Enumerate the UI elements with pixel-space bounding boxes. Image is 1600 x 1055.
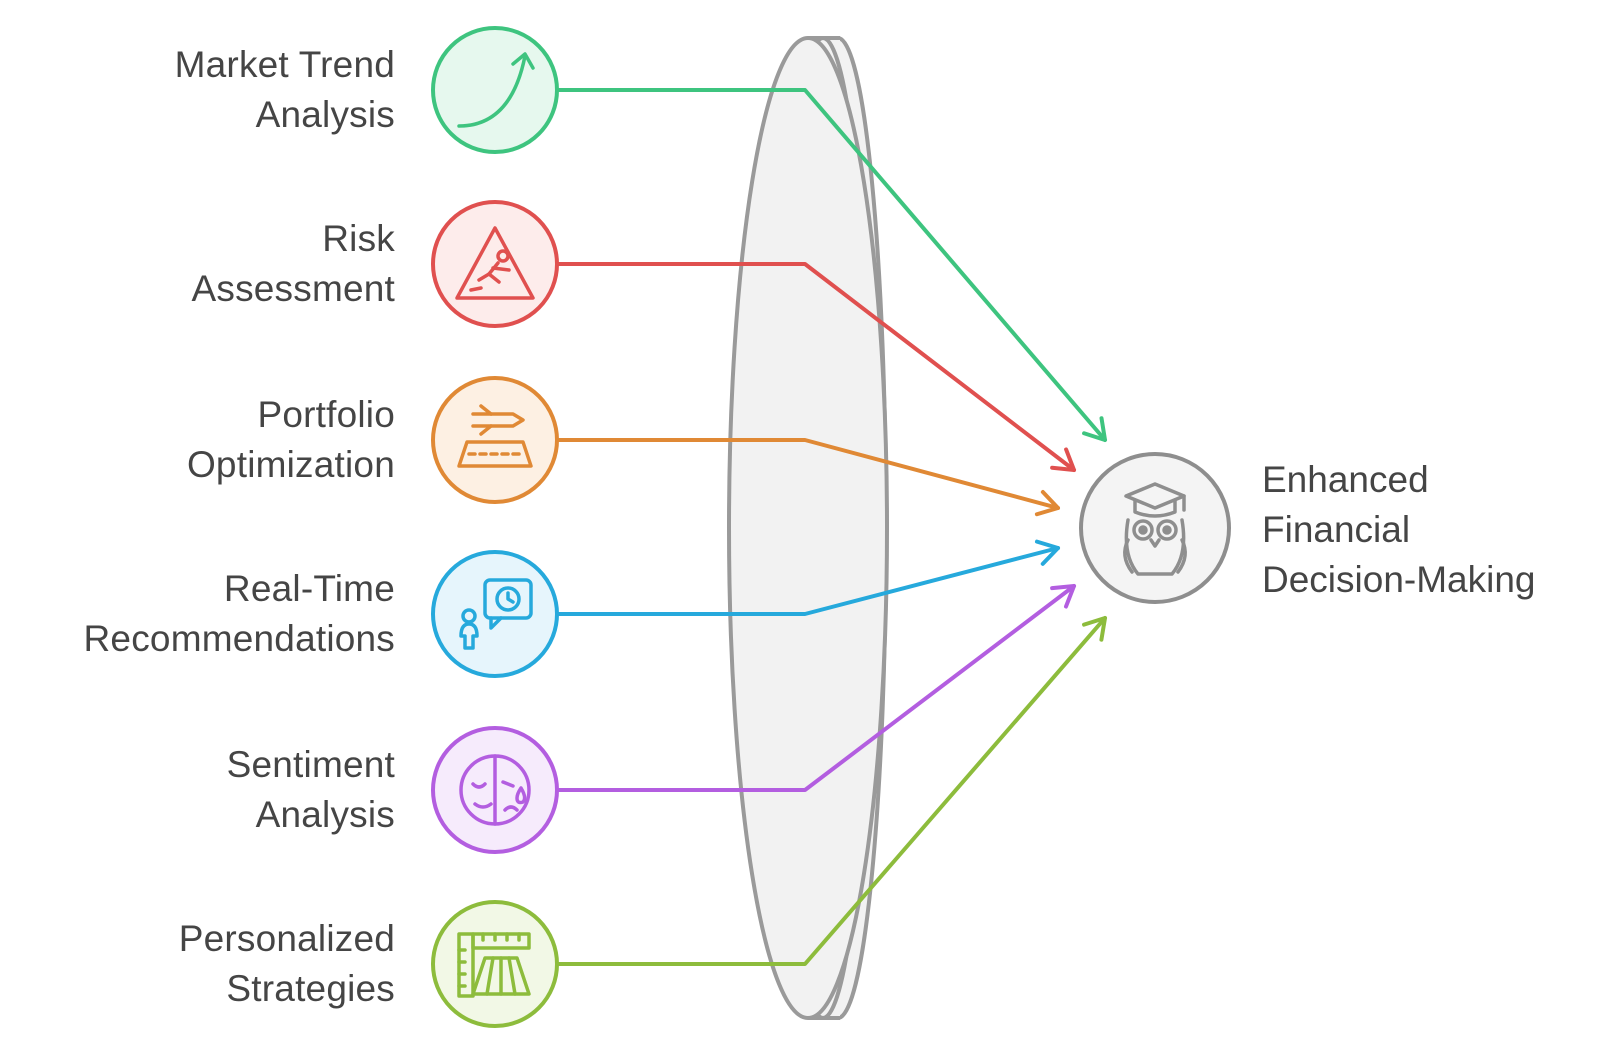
connector-arrow [555, 616, 1107, 966]
input-label-line-2: Analysis [255, 794, 395, 835]
emotion-face-icon [459, 754, 531, 826]
person-clock-bubble-icon [459, 578, 533, 650]
connector-arrow [555, 88, 1107, 442]
connector-arrow [555, 539, 1060, 616]
input-label-line-1: Market Trend [174, 44, 395, 85]
input-node [431, 26, 559, 154]
input-node [431, 900, 559, 1028]
connector-arrow [555, 262, 1076, 472]
connector-arrow [555, 584, 1076, 792]
tailoring-ruler-skirt-icon [457, 932, 531, 998]
input-node [431, 200, 559, 328]
outcome-label-line-2: Financial [1262, 509, 1411, 550]
trend-arrow-icon [457, 52, 535, 128]
outcome-node [1079, 452, 1231, 604]
runway-airplane-icon [457, 404, 533, 468]
connector-arrow [555, 438, 1060, 517]
input-node [431, 726, 559, 854]
input-label-line-2: Analysis [255, 94, 395, 135]
input-label-line-1: Sentiment [226, 744, 395, 785]
lens-disc-icon [727, 36, 889, 1020]
outcome-label: Enhanced Financial Decision-Making [1262, 455, 1592, 605]
input-label-line-1: Personalized [178, 918, 395, 959]
graduate-owl-icon [1123, 482, 1187, 576]
input-node [431, 376, 559, 504]
input-label-line-2: Assessment [191, 268, 395, 309]
warning-triangle-icon [455, 226, 535, 300]
input-label-line-2: Recommendations [83, 618, 395, 659]
input-label-line-2: Optimization [186, 444, 395, 485]
input-node [431, 550, 559, 678]
input-label-line-1: Risk [322, 218, 395, 259]
input-label-line-1: Portfolio [257, 394, 395, 435]
input-label-line-1: Real-Time [223, 568, 395, 609]
outcome-label-line-3: Decision-Making [1262, 559, 1536, 600]
outcome-label-line-1: Enhanced [1262, 459, 1429, 500]
input-label-line-2: Strategies [226, 968, 395, 1009]
